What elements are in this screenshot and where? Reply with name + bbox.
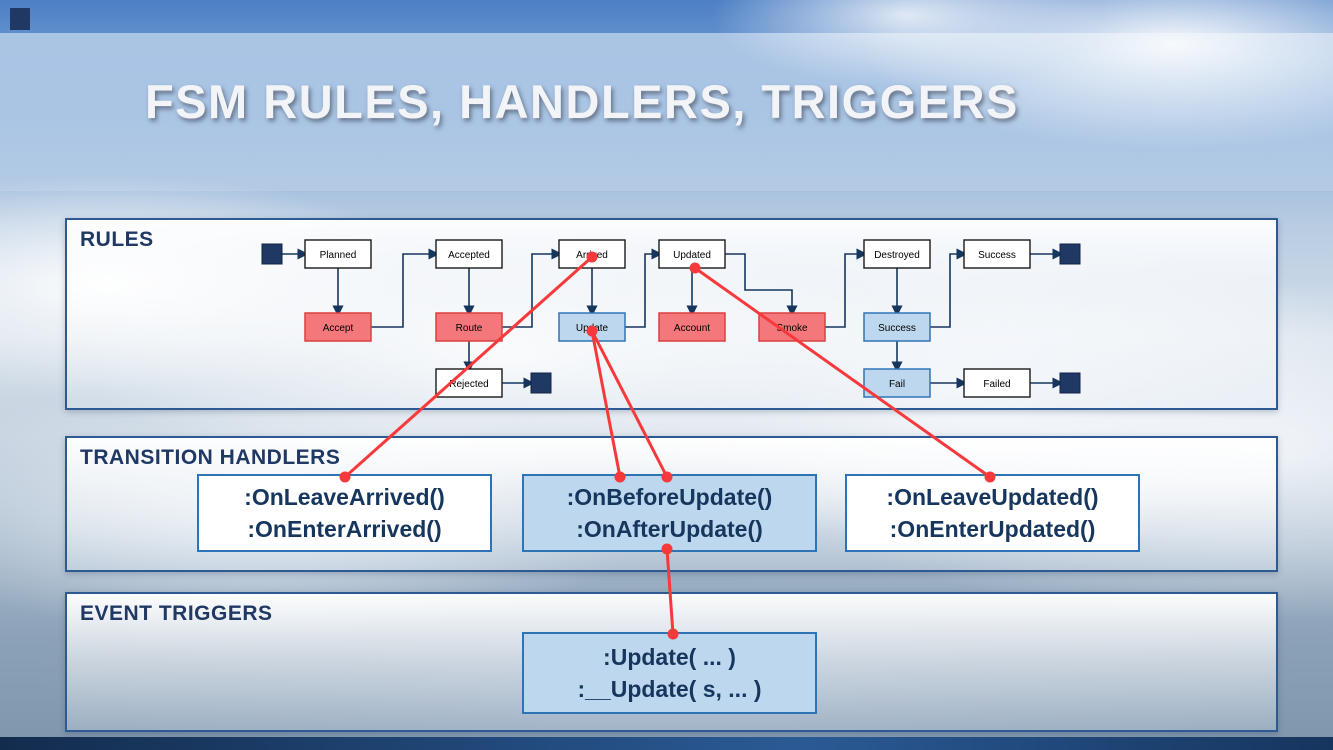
transition-update-label: Update [576, 323, 609, 334]
handler-line-leave-updated: :OnLeaveUpdated() [886, 483, 1099, 510]
transition-handlers-panel: TRANSITION HANDLERS :OnLeaveArrived() :O… [65, 436, 1278, 572]
edge-accept-accepted [371, 248, 440, 328]
state-planned: Planned [304, 239, 372, 269]
handler-box-arrived: :OnLeaveArrived() :OnEnterArrived() [197, 474, 492, 552]
state-failed: Failed [963, 368, 1031, 398]
rules-panel-label: RULES [80, 228, 154, 251]
handler-box-updated: :OnLeaveUpdated() :OnEnterUpdated() [845, 474, 1140, 552]
transition-accept-label: Accept [323, 323, 354, 334]
transition-success: Success [863, 312, 931, 342]
bottom-bar [0, 737, 1333, 750]
transition-account-label: Account [674, 323, 710, 334]
handler-line-before-update: :OnBeforeUpdate() [566, 483, 773, 510]
state-failed-label: Failed [983, 379, 1010, 390]
transition-update: Update [558, 312, 626, 342]
end-marker-rejected [530, 372, 552, 394]
trigger-box-update: :Update( ... ) :__Update( s, ... ) [522, 632, 817, 714]
edge-success-t-success [930, 248, 968, 328]
event-triggers-panel: EVENT TRIGGERS :Update( ... ) :__Update(… [65, 592, 1278, 732]
handler-line-enter-arrived: :OnEnterArrived() [247, 515, 442, 542]
transition-fail: Fail [863, 368, 931, 398]
transition-route: Route [435, 312, 503, 342]
handler-box-update: :OnBeforeUpdate() :OnAfterUpdate() [522, 474, 817, 552]
state-planned-label: Planned [320, 250, 357, 261]
state-rejected-label: Rejected [449, 379, 488, 390]
state-rejected: Rejected [435, 368, 503, 398]
state-accepted-label: Accepted [448, 250, 490, 261]
edge-update-updated [625, 248, 663, 328]
state-success: Success [963, 239, 1031, 269]
transition-account: Account [658, 312, 726, 342]
start-marker [261, 243, 283, 265]
transition-fail-label: Fail [889, 379, 905, 390]
trigger-line-update: :Update( ... ) [603, 643, 736, 670]
edge-smoke-destroyed [825, 248, 868, 328]
corner-accent [10, 8, 30, 30]
state-destroyed-label: Destroyed [874, 250, 920, 261]
title-band [0, 33, 1333, 191]
edge-updated-smoke [725, 253, 798, 317]
transition-accept: Accept [304, 312, 372, 342]
state-updated-label: Updated [673, 250, 711, 261]
transition-success-label: Success [878, 323, 916, 334]
fsm-diagram: Planned Accepted Arrived Updated Destroy… [261, 239, 1081, 398]
slide-title: FSM RULES, HANDLERS, TRIGGERS [145, 75, 1019, 128]
state-arrived: Arrived [558, 239, 626, 269]
state-destroyed: Destroyed [863, 239, 931, 269]
handler-line-enter-updated: :OnEnterUpdated() [889, 515, 1096, 542]
event-triggers-label: EVENT TRIGGERS [80, 602, 273, 625]
edge-route-arrived [502, 248, 563, 328]
handler-line-after-update: :OnAfterUpdate() [576, 515, 763, 542]
state-accepted: Accepted [435, 239, 503, 269]
handler-line-leave-arrived: :OnLeaveArrived() [244, 483, 445, 510]
transition-smoke-label: Smoke [776, 323, 808, 334]
trigger-line-underscore-update: :__Update( s, ... ) [577, 675, 762, 702]
end-marker-success [1059, 243, 1081, 265]
state-success-label: Success [978, 250, 1016, 261]
transition-handlers-label: TRANSITION HANDLERS [80, 446, 341, 469]
rules-panel: Planned Accepted Arrived Updated Destroy… [65, 218, 1278, 410]
state-updated: Updated [658, 239, 726, 269]
transition-smoke: Smoke [758, 312, 826, 342]
state-arrived-label: Arrived [576, 250, 608, 261]
transition-route-label: Route [456, 323, 483, 334]
end-marker-failed [1059, 372, 1081, 394]
